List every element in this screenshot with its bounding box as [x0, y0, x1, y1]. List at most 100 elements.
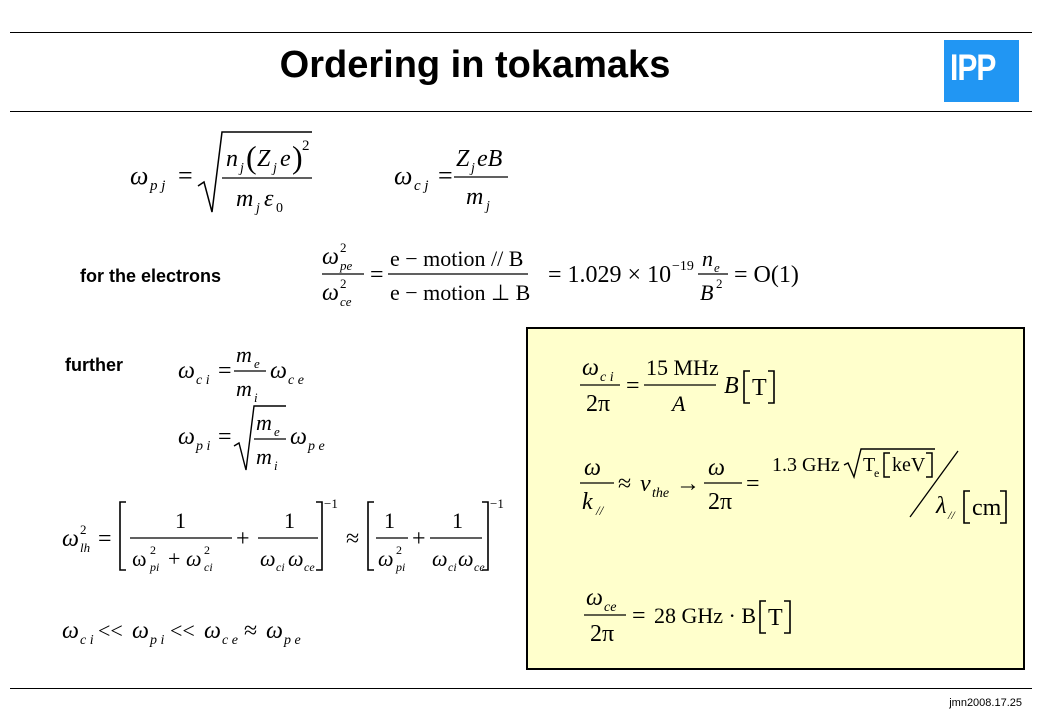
eq-eB: eB [477, 146, 503, 172]
eq-n: n [702, 246, 713, 271]
equation-omega-pj: ω p j = n j ( Z j e ) 2 m j ε 0 [130, 131, 312, 216]
eq-A: A [670, 391, 686, 416]
eq-n: n [226, 146, 238, 172]
eq-sub: e [874, 466, 879, 480]
eq-sup: 2 [396, 543, 402, 557]
eq-sub: ce [340, 294, 352, 309]
equation-lower-hybrid: ω 2 lh = 1 ω 2 pi + ω 2 ci + 1 ω ci ω ce… [62, 496, 504, 574]
eq-omega-sub: c e [288, 373, 304, 388]
eq-B-sup: 2 [716, 276, 723, 291]
eq-plus: + [168, 546, 180, 571]
equation-omega-ci: ω c i = m e m i ω c e [178, 342, 304, 405]
eq-sub: c i [80, 633, 94, 648]
title-rule [10, 111, 1032, 112]
eq-k: k [582, 489, 593, 515]
eq-sub: ci [448, 560, 457, 574]
fraction-slash [909, 450, 959, 518]
bracket-left [367, 501, 374, 571]
bracket-left [963, 490, 970, 524]
logo-text: IPP [950, 47, 996, 89]
footer-code: jmn2008.17.25 [949, 697, 1022, 709]
sqrt-sign [197, 131, 312, 213]
eq-inverse: −1 [490, 496, 504, 511]
sqrt-sign [233, 405, 286, 471]
eq-sub: p e [283, 633, 301, 648]
eq-T: T [863, 454, 875, 476]
bracket-right [316, 501, 323, 571]
eq-n-sub: e [714, 260, 720, 275]
eq-sup: 2 [204, 543, 210, 557]
eq-sub: the [652, 486, 669, 501]
eq-omega: ω [260, 546, 276, 571]
eq-approx: ≈ [618, 471, 631, 497]
label-further: further [65, 355, 123, 375]
eq-subscript: c j [414, 178, 429, 194]
eq-me: m [236, 342, 252, 367]
eq-much-less: << [98, 618, 123, 643]
eq-paren-open: ( [246, 139, 257, 175]
eq-omega: ω [322, 244, 339, 270]
bracket-right [926, 452, 933, 478]
eq-me-sub: e [254, 356, 260, 371]
eq-28ghz: 28 GHz · B [654, 603, 756, 628]
eq-omega: ω [586, 585, 603, 611]
bracket-left [743, 370, 750, 404]
eq-sup: 2 [150, 543, 156, 557]
equation-electron-ratio: ω 2 pe ω 2 ce = e − motion // B e − moti… [322, 240, 799, 309]
eq-sub: // [595, 503, 605, 518]
eq-plus: + [412, 526, 426, 552]
eq-omega: ω [378, 546, 394, 571]
eq-m-sub: j [484, 199, 490, 214]
bracket-right [768, 370, 775, 404]
eq-omega: ω [288, 546, 304, 571]
eq-symbol: ω [178, 424, 195, 450]
bracket-right [1000, 490, 1007, 524]
eq-B: B [724, 373, 739, 399]
eq-sub: p i [149, 633, 165, 648]
eq-one: 1 [284, 508, 295, 533]
eq-mi-sub: i [254, 390, 258, 405]
eq-me: m [256, 410, 272, 435]
eq-one: 1 [384, 508, 395, 533]
eq-sup: 2 [302, 138, 310, 154]
sqrt-sign [843, 448, 935, 480]
label-for-the-electrons: for the electrons [80, 266, 222, 286]
eq-symbol: ω [178, 358, 195, 384]
eq-Z-sub: j [469, 161, 475, 176]
eq-subscript: p i [195, 439, 211, 454]
eq-omega: ω [132, 618, 149, 644]
eq-sub: ce [474, 560, 485, 574]
bracket-left [883, 452, 890, 478]
eq-omega: ω [708, 455, 725, 481]
eq-approx: ≈ [244, 618, 257, 644]
eq-m-sub: j [254, 201, 260, 216]
eq-plus: + [236, 526, 250, 552]
eq-approx: ≈ [346, 526, 359, 552]
frequency-box: ω c i 2π = 15 MHz A B T ω k // ≈ v the →… [526, 327, 1025, 670]
eq-sub: pe [339, 258, 353, 273]
eq-mi-sub: i [274, 458, 278, 473]
eq-Z-sub: j [271, 161, 277, 176]
eq-m: m [466, 184, 483, 210]
eq-omega: ω [186, 546, 202, 571]
eq-sub: pi [149, 560, 159, 574]
eq-equals: = [98, 526, 112, 552]
eq-symbol: ω [62, 526, 79, 552]
eq-mi: m [256, 444, 272, 469]
eq-Z: Z [257, 146, 271, 172]
eq-order-one: = O(1) [734, 262, 799, 288]
eq-lambda: λ [935, 493, 946, 519]
eq-sub: ce [304, 560, 315, 574]
eq-omega: ω [432, 546, 448, 571]
eq-omega: ω [582, 355, 599, 381]
eq-sup: 2 [340, 240, 347, 255]
eq-sub: ce [604, 600, 616, 615]
bracket-right [482, 501, 489, 571]
eq-B: B [700, 280, 713, 305]
eq-eps-sub: 0 [276, 201, 283, 216]
eq-sub: lh [80, 540, 90, 555]
eq-equals: = [218, 358, 232, 384]
eq-arrow: → [676, 471, 700, 497]
eq-two-pi: 2π [708, 489, 732, 515]
eq-sub: ci [276, 560, 285, 574]
